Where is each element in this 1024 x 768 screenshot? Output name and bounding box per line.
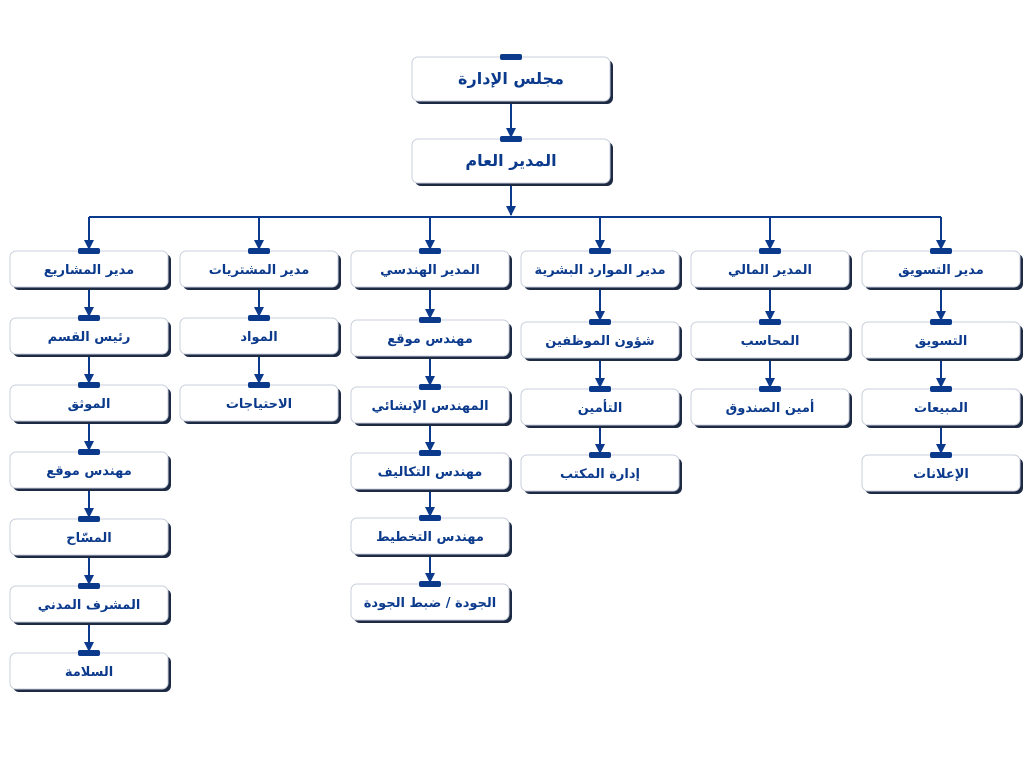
engineering-item-3: مهندس التخطيط <box>350 515 512 557</box>
nodes: مجلس الإدارة المدير العام مدير المشاريع رئي… <box>9 54 1023 692</box>
engineering-head-node-cap <box>419 248 441 254</box>
projects-item-0-label: رئيس القسم <box>48 330 131 345</box>
projects-item-0-cap <box>78 315 100 321</box>
marketing-item-0-cap <box>930 319 952 325</box>
engineering-item-1: المهندس الإنشائي <box>350 384 512 426</box>
projects-item-3-cap <box>78 516 100 522</box>
engineering-item-1-label: المهندس الإنشائي <box>371 399 488 414</box>
gm-node-label: المدير العام <box>465 151 556 170</box>
finance-item-1-cap <box>759 386 781 392</box>
hr-item-2-cap <box>589 452 611 458</box>
board-node-label: مجلس الإدارة <box>458 69 564 88</box>
finance-item-0-cap <box>759 319 781 325</box>
projects-head-node: مدير المشاريع <box>9 248 171 290</box>
engineering-item-3-cap <box>419 515 441 521</box>
gm-node-cap <box>500 136 522 142</box>
hr-item-1-cap <box>589 386 611 392</box>
connectors <box>84 101 946 652</box>
projects-item-4-cap <box>78 583 100 589</box>
procurement-item-1-label: الاحتياجات <box>226 397 292 412</box>
engineering-item-0-label: مهندس موقع <box>387 332 473 347</box>
projects-item-2-label: مهندس موقع <box>46 464 132 479</box>
procurement-head-node-label: مدير المشتريات <box>209 263 310 278</box>
projects-item-5-cap <box>78 650 100 656</box>
procurement-head-node-cap <box>248 248 270 254</box>
marketing-head-node-label: مدير التسويق <box>898 263 984 278</box>
engineering-item-4: الجودة / ضبط الجودة <box>350 581 512 623</box>
engineering-item-1-cap <box>419 384 441 390</box>
marketing-item-2-cap <box>930 452 952 458</box>
marketing-head-node-cap <box>930 248 952 254</box>
engineering-item-2-cap <box>419 450 441 456</box>
finance-item-0: المحاسب <box>690 319 852 361</box>
hr-item-2: إدارة المكتب <box>520 452 682 494</box>
hr-item-1: التأمين <box>520 386 682 428</box>
hr-item-0-cap <box>589 319 611 325</box>
board-node-cap <box>500 54 522 60</box>
projects-item-5: السلامة <box>9 650 171 692</box>
engineering-head-node: المدير الهندسي <box>350 248 512 290</box>
finance-head-node-cap <box>759 248 781 254</box>
marketing-item-0-label: التسويق <box>915 334 968 349</box>
finance-head-node: المدير المالي <box>690 248 852 290</box>
projects-item-5-label: السلامة <box>65 665 113 680</box>
finance-item-1: أمين الصندوق <box>690 386 852 428</box>
engineering-item-4-label: الجودة / ضبط الجودة <box>364 596 497 611</box>
engineering-item-0-cap <box>419 317 441 323</box>
engineering-item-3-label: مهندس التخطيط <box>376 530 484 545</box>
procurement-item-1-cap <box>248 382 270 388</box>
finance-item-1-label: أمين الصندوق <box>726 399 815 416</box>
marketing-item-2: الإعلانات <box>861 452 1023 494</box>
hr-head-node-label: مدير الموارد البشرية <box>534 263 665 278</box>
marketing-head-node: مدير التسويق <box>861 248 1023 290</box>
marketing-item-1: المبيعات <box>861 386 1023 428</box>
board-node: مجلس الإدارة <box>411 54 613 104</box>
marketing-item-0: التسويق <box>861 319 1023 361</box>
projects-head-node-cap <box>78 248 100 254</box>
projects-item-4-label: المشرف المدني <box>38 598 141 613</box>
projects-item-1-cap <box>78 382 100 388</box>
marketing-item-1-cap <box>930 386 952 392</box>
gm-node: المدير العام <box>411 136 613 186</box>
hr-item-0: شؤون الموظفين <box>520 319 682 361</box>
procurement-head-node: مدير المشتريات <box>179 248 341 290</box>
projects-item-0: رئيس القسم <box>9 315 171 357</box>
projects-item-3: المسّاح <box>9 516 171 558</box>
hr-head-node: مدير الموارد البشرية <box>520 248 682 290</box>
engineering-head-node-label: المدير الهندسي <box>380 263 480 278</box>
hr-item-2-label: إدارة المكتب <box>560 467 640 482</box>
projects-item-1-label: الموثق <box>68 397 111 412</box>
procurement-item-0-cap <box>248 315 270 321</box>
marketing-item-1-label: المبيعات <box>914 401 968 416</box>
procurement-item-1: الاحتياجات <box>179 382 341 424</box>
projects-head-node-label: مدير المشاريع <box>44 263 134 278</box>
hr-item-1-label: التأمين <box>578 399 623 416</box>
projects-item-2-cap <box>78 449 100 455</box>
finance-item-0-label: المحاسب <box>741 334 800 349</box>
engineering-item-2: مهندس التكاليف <box>350 450 512 492</box>
projects-item-4: المشرف المدني <box>9 583 171 625</box>
procurement-item-0-label: المواد <box>240 330 277 345</box>
procurement-item-0: المواد <box>179 315 341 357</box>
hr-head-node-cap <box>589 248 611 254</box>
finance-head-node-label: المدير المالي <box>728 263 812 278</box>
projects-item-3-label: المسّاح <box>66 531 112 546</box>
engineering-item-4-cap <box>419 581 441 587</box>
projects-item-1: الموثق <box>9 382 171 424</box>
engineering-item-2-label: مهندس التكاليف <box>378 465 483 480</box>
engineering-item-0: مهندس موقع <box>350 317 512 359</box>
projects-item-2: مهندس موقع <box>9 449 171 491</box>
hr-item-0-label: شؤون الموظفين <box>545 334 654 349</box>
marketing-item-2-label: الإعلانات <box>913 467 969 482</box>
